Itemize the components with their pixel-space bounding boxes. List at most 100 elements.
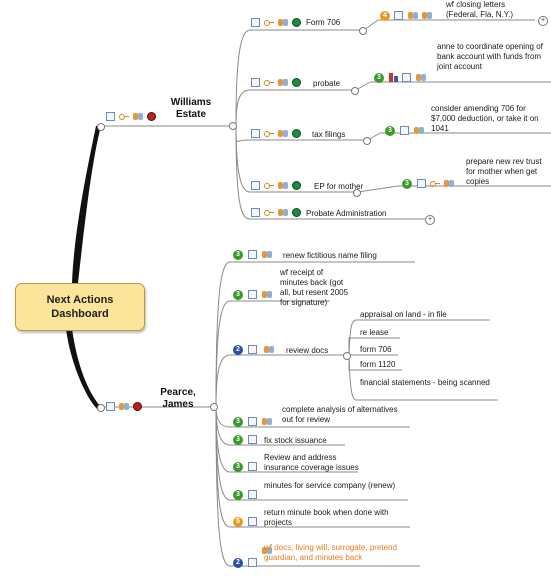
people-icon <box>422 11 432 20</box>
people-icon <box>414 126 424 135</box>
topic-ep-for-mother[interactable]: EP for mother <box>314 182 364 191</box>
task-checkbox-icon[interactable] <box>251 208 260 217</box>
topic-form-706-doc[interactable]: form 706 <box>360 345 392 354</box>
task-checkbox-icon[interactable] <box>248 462 257 471</box>
key-icon <box>264 208 274 217</box>
key-icon <box>264 129 274 138</box>
people-icon <box>278 18 288 27</box>
topic-renew-fictitious-name[interactable]: renew fictitious name filing <box>283 251 377 260</box>
key-icon <box>264 18 274 27</box>
priority-3-icon: 3 <box>233 250 243 260</box>
task-checkbox-icon[interactable] <box>248 345 257 354</box>
task-checkbox-icon[interactable] <box>248 290 257 299</box>
task-checkbox-icon[interactable] <box>402 73 411 82</box>
task-checkbox-icon[interactable] <box>106 112 115 121</box>
connector-node[interactable] <box>363 137 371 145</box>
status-dot-icon <box>292 18 301 27</box>
connector-node[interactable] <box>97 123 105 131</box>
priority-3-icon: 3 <box>233 290 243 300</box>
priority-3-icon: 3 <box>233 435 243 445</box>
topic-closing-letters[interactable]: wf closing letters (Federal, Fla, N.Y.) <box>446 0 513 19</box>
people-icon <box>278 181 288 190</box>
task-checkbox-icon[interactable] <box>251 78 260 87</box>
status-dot-icon <box>292 129 301 138</box>
topic-financial-statements[interactable]: financial statements - being scanned <box>360 378 490 387</box>
topic-probate[interactable]: probate <box>313 79 341 88</box>
priority-3-icon: 3 <box>374 73 384 83</box>
status-dot-icon <box>292 181 301 190</box>
status-dot-icon <box>292 78 301 87</box>
priority-4-icon: 4 <box>380 11 390 21</box>
topic-re-lease[interactable]: re lease <box>360 328 389 337</box>
topic-minutes-service-company[interactable]: minutes for service company (renew) <box>264 481 396 490</box>
people-icon <box>133 112 143 121</box>
topic-return-minute-book[interactable]: return minute book when done with projec… <box>264 508 389 527</box>
topic-tax-filings[interactable]: tax filings <box>312 130 346 139</box>
key-icon <box>119 112 129 121</box>
priority-3-icon: 3 <box>233 417 243 427</box>
task-checkbox-icon[interactable] <box>400 126 409 135</box>
topic-pearce-james[interactable]: Pearce, James <box>160 387 196 410</box>
topic-review-docs[interactable]: review docs <box>286 346 329 355</box>
people-icon <box>262 546 272 555</box>
expand-toggle[interactable]: + <box>538 16 548 26</box>
task-checkbox-icon[interactable] <box>251 181 260 190</box>
topic-amend-706[interactable]: consider amending 706 for $7,000 deducti… <box>431 104 539 133</box>
task-checkbox-icon[interactable] <box>248 250 257 259</box>
status-dot-icon <box>292 208 301 217</box>
task-checkbox-icon[interactable] <box>248 490 257 499</box>
people-icon <box>278 208 288 217</box>
people-icon <box>416 73 426 82</box>
task-checkbox-icon[interactable] <box>394 11 403 20</box>
people-icon <box>262 290 272 299</box>
topic-fix-stock-issuance[interactable]: fix stock issuance <box>264 436 327 445</box>
task-checkbox-icon[interactable] <box>106 402 115 411</box>
expand-toggle[interactable]: + <box>425 215 435 225</box>
people-icon <box>278 129 288 138</box>
topic-complete-analysis[interactable]: complete analysis of alternatives out fo… <box>282 405 398 424</box>
topic-rev-trust[interactable]: prepare new rev trust for mother when ge… <box>466 157 542 186</box>
topic-receipt-of-minutes[interactable]: wf receipt of minutes back (got all, but… <box>280 268 349 307</box>
connector-node[interactable] <box>359 27 367 35</box>
key-icon <box>430 179 440 188</box>
priority-2-icon: 2 <box>233 558 243 568</box>
people-icon <box>262 250 272 259</box>
task-checkbox-icon[interactable] <box>251 18 260 27</box>
task-checkbox-icon[interactable] <box>248 517 257 526</box>
people-icon <box>262 417 272 426</box>
people-icon <box>444 179 454 188</box>
task-checkbox-icon[interactable] <box>251 129 260 138</box>
people-icon <box>119 402 129 411</box>
connector-node[interactable] <box>229 122 237 130</box>
connector-node[interactable] <box>210 403 218 411</box>
priority-3-icon: 3 <box>233 490 243 500</box>
chart-icon <box>389 73 398 82</box>
priority-3-icon: 3 <box>402 179 412 189</box>
topic-probate-administration[interactable]: Probate Administration <box>306 209 387 218</box>
status-dot-icon <box>147 112 156 121</box>
task-checkbox-icon[interactable] <box>417 179 426 188</box>
task-checkbox-icon[interactable] <box>248 417 257 426</box>
status-dot-icon <box>133 402 142 411</box>
priority-5-icon: 5 <box>233 517 243 527</box>
connector-node[interactable] <box>343 352 351 360</box>
topic-bank-account[interactable]: anne to coordinate opening of bank accou… <box>437 42 543 71</box>
connector-node[interactable] <box>351 87 359 95</box>
topic-williams-estate[interactable]: Williams Estate <box>170 97 212 120</box>
topic-wf-docs-living-will[interactable]: wf docs, living will, surrogate, pretend… <box>264 543 397 562</box>
connector-node[interactable] <box>353 189 361 197</box>
root-title: Next Actions Dashboard <box>46 294 114 320</box>
priority-2-icon: 2 <box>233 345 243 355</box>
topic-appraisal[interactable]: appraisal on land - in file <box>360 310 447 319</box>
people-icon <box>278 78 288 87</box>
root-topic[interactable]: Next Actions Dashboard <box>15 283 145 331</box>
key-icon <box>264 181 274 190</box>
topic-form-706[interactable]: Form 706 <box>306 18 341 27</box>
topic-form-1120[interactable]: form 1120 <box>360 360 396 369</box>
priority-3-icon: 3 <box>385 126 395 136</box>
task-checkbox-icon[interactable] <box>248 558 257 567</box>
people-icon <box>408 11 418 20</box>
task-checkbox-icon[interactable] <box>248 435 257 444</box>
topic-insurance-coverage[interactable]: Review and address insurance coverage is… <box>264 453 359 472</box>
connector-node[interactable] <box>97 404 105 412</box>
